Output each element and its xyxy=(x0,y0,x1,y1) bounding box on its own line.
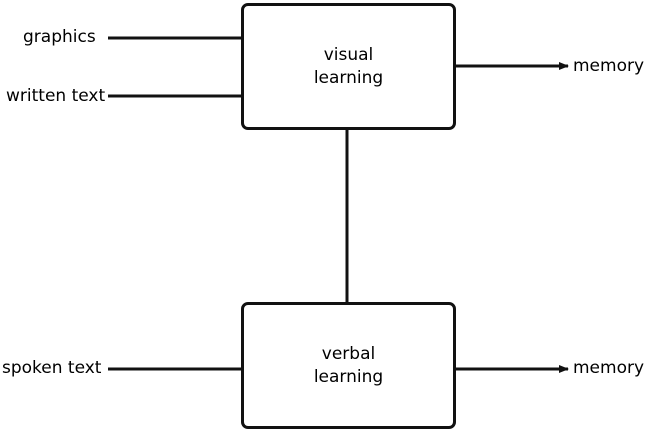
graphics-label: graphics xyxy=(23,27,96,47)
verbal-learning-line2: learning xyxy=(313,366,384,387)
spoken-text-label: spoken text xyxy=(2,358,102,378)
visual-learning-box: visual learning xyxy=(241,3,456,130)
verbal-memory-label: memory xyxy=(573,358,645,378)
verbal-learning-box: verbal learning xyxy=(241,302,456,429)
verbal-learning-line1: verbal xyxy=(321,343,376,364)
visual-memory-label: memory xyxy=(573,56,645,76)
visual-learning-line2: learning xyxy=(313,67,384,88)
written-text-label: written text xyxy=(6,86,106,106)
visual-learning-line1: visual xyxy=(323,44,374,65)
